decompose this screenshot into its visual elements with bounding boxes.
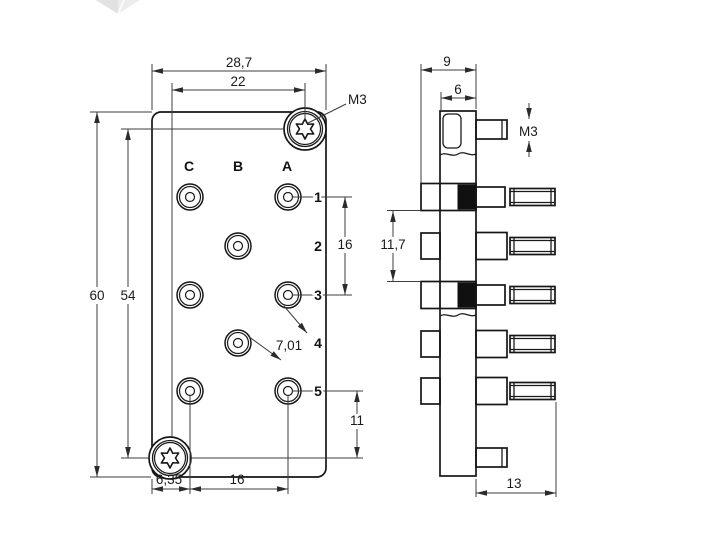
dim-row-gap: 11,7 xyxy=(380,210,421,282)
dim-head-depth-value: 6 xyxy=(454,82,462,97)
row-labels: 1 2 3 4 5 xyxy=(312,187,324,401)
side-row-2 xyxy=(420,231,556,261)
row-leader-lines xyxy=(292,196,363,392)
stud-thread-label: M3 xyxy=(519,124,538,139)
side-view: 9 6 M3 11,7 13 xyxy=(380,54,557,497)
dim-overall-depth: 9 xyxy=(420,54,477,183)
dim-stud-length: 13 xyxy=(475,402,557,497)
row-label-1: 1 xyxy=(314,189,322,205)
screw-thread-label: M3 xyxy=(348,92,367,107)
side-row-4 xyxy=(420,329,556,359)
dim-stud-length-value: 13 xyxy=(506,476,521,491)
dim-overall-height-value: 60 xyxy=(89,288,104,303)
column-label-c: C xyxy=(184,158,194,174)
hole-c3 xyxy=(176,281,204,309)
column-label-b: B xyxy=(233,158,243,174)
dim-head-depth: 6 xyxy=(440,82,476,110)
dim-overall-depth-value: 9 xyxy=(443,54,451,69)
row-label-4: 4 xyxy=(314,335,322,351)
row-label-3: 3 xyxy=(314,287,322,303)
dim-edge-distance: 7,01 xyxy=(247,305,308,361)
hole-grid xyxy=(176,183,302,405)
watermark-logo xyxy=(96,0,140,15)
dim-row-pitch-value: 16 xyxy=(337,237,352,252)
side-torx-head-profile xyxy=(442,113,462,149)
side-row-1 xyxy=(420,182,556,212)
side-top-screw-pin xyxy=(475,119,508,140)
front-view: 28,7 22 M3 60 54 xyxy=(89,55,367,494)
column-label-a: A xyxy=(282,158,292,174)
dim-screw-spacing-value: 22 xyxy=(230,74,245,89)
hole-c1 xyxy=(176,183,204,211)
dim-col-pitch-value: 16 xyxy=(229,472,244,487)
side-row-3 xyxy=(420,280,556,310)
callout-screw-thread: M3 xyxy=(307,92,367,124)
side-bottom-screw-pin xyxy=(475,447,508,468)
dim-first-col-offset-value: 6,35 xyxy=(156,472,182,487)
row-label-5: 5 xyxy=(314,383,322,399)
dim-last-row-offset: 11 xyxy=(350,391,364,458)
dim-row-pitch: 16 xyxy=(337,197,353,295)
dim-last-row-offset-value: 11 xyxy=(350,413,364,428)
hole-b4 xyxy=(224,329,252,357)
column-labels: C B A xyxy=(184,158,292,174)
dim-screw-spacing-v: 54 xyxy=(120,128,363,459)
callout-stud-thread: M3 xyxy=(519,103,538,157)
dim-edge-distance-value: 7,01 xyxy=(276,338,302,353)
dim-bottom-group: 6,35 16 xyxy=(151,396,289,494)
row-label-2: 2 xyxy=(314,238,322,254)
dim-overall-width: 28,7 xyxy=(151,55,327,110)
dim-row-gap-value: 11,7 xyxy=(380,237,405,252)
dim-overall-width-value: 28,7 xyxy=(226,55,252,70)
break-line-top xyxy=(439,152,477,156)
break-line-mid xyxy=(439,313,477,317)
hole-b2 xyxy=(224,232,252,260)
side-row-5 xyxy=(420,376,556,406)
dim-screw-spacing: 22 xyxy=(171,74,306,437)
dim-overall-height: 60 xyxy=(89,111,152,478)
dim-screw-spacing-v-value: 54 xyxy=(120,288,136,303)
